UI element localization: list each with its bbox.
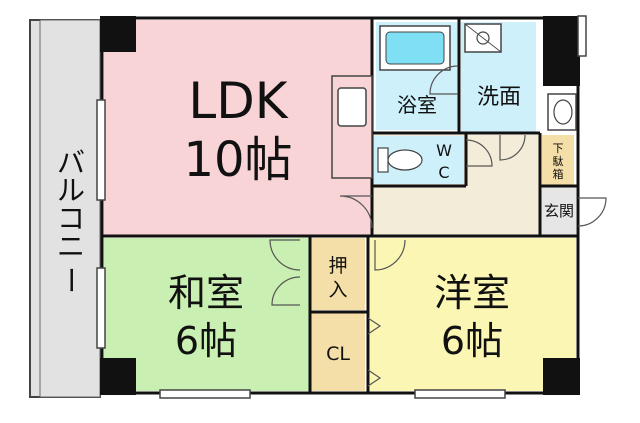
walls — [100, 16, 580, 395]
entrance-genkan — [540, 185, 576, 235]
youshitsu-room — [370, 238, 576, 391]
ldk-size: 10帖 — [183, 132, 292, 188]
shoe-box — [542, 135, 574, 185]
balcony: バ ル コ ニ ー — [29, 19, 101, 398]
windows — [96, 15, 587, 399]
pillars — [100, 16, 580, 395]
cl-closet — [311, 313, 365, 391]
balcony-char-3: コ — [57, 202, 85, 235]
entrance-label: 玄関 — [544, 202, 574, 220]
ldk-room — [104, 20, 372, 235]
washitsu-size: 6帖 — [175, 319, 237, 363]
bath-label: 浴室 — [397, 93, 437, 117]
balcony-char-1: バ — [57, 146, 85, 179]
shoe-box-label-3: 箱 — [553, 167, 564, 181]
bathtub-icon — [379, 25, 451, 71]
oshiire-label-2: 入 — [328, 279, 347, 301]
washitsu-name: 和室 — [168, 271, 244, 315]
oshiire-label-1: 押 — [328, 255, 347, 277]
shoe-box-label-1: 下 — [553, 142, 564, 155]
balcony-char-2: ル — [57, 174, 85, 207]
balcony-char-5: ー — [54, 266, 87, 294]
washitsu-room — [104, 238, 309, 391]
washing-machine-icon — [464, 23, 502, 53]
oshiire-closet — [311, 238, 365, 310]
youshitsu-size: 6帖 — [441, 319, 503, 363]
wash-basin-icon — [547, 93, 577, 131]
balcony-char-4: ニ — [57, 230, 85, 263]
balcony-label: バ ル コ ニ ー — [54, 146, 87, 294]
doors — [269, 65, 607, 387]
kitchen-counter — [331, 75, 373, 179]
toilet-label-c: C — [438, 163, 449, 182]
ldk-name: LDK — [188, 72, 288, 130]
toilet-icon — [377, 147, 423, 173]
closet-label: CL — [326, 343, 350, 365]
youshitsu-name: 洋室 — [434, 271, 510, 315]
shoe-box-label-2: 駄 — [553, 154, 564, 168]
washroom-label: 洗面 — [477, 85, 521, 110]
toilet-label-w: W — [436, 141, 452, 160]
